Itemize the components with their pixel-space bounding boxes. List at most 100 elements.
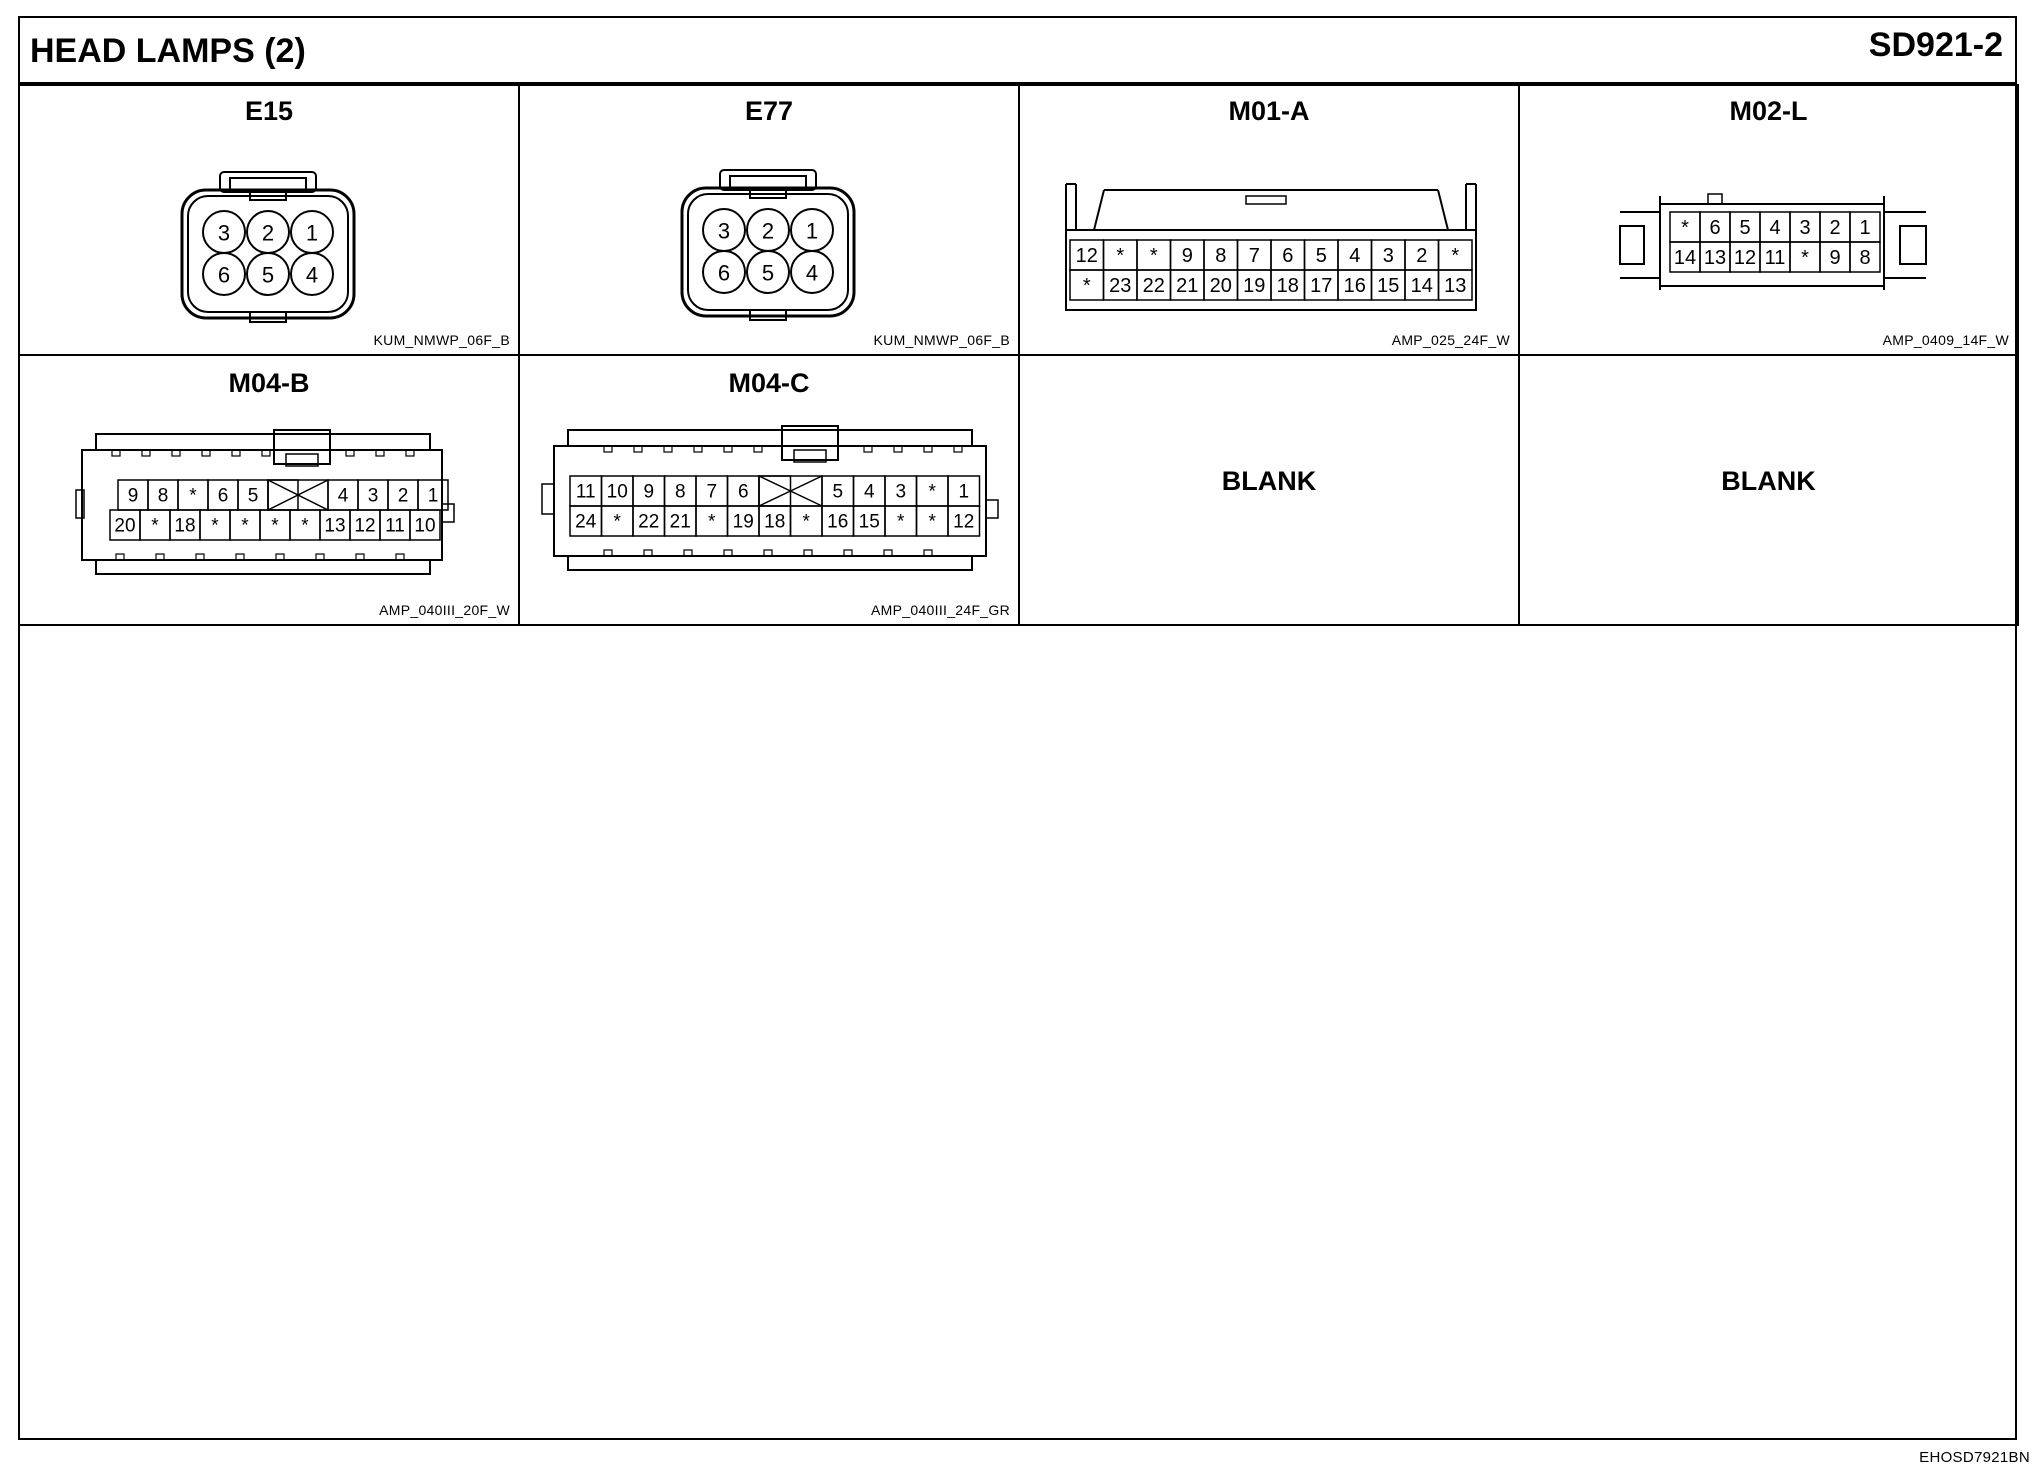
pin-label: 4 bbox=[306, 263, 318, 288]
pin-label: 9 bbox=[128, 486, 139, 507]
pin-label: 4 bbox=[864, 482, 875, 503]
housing-outline bbox=[680, 186, 856, 318]
pin-label: 15 bbox=[859, 512, 880, 533]
pin-label: 5 bbox=[762, 261, 774, 286]
pin-label: 6 bbox=[218, 263, 230, 288]
pin-label: 3 bbox=[218, 221, 230, 246]
pin-label: 1 bbox=[958, 482, 969, 503]
connector-name: M01-A bbox=[1228, 96, 1310, 126]
pin-cell bbox=[1437, 269, 1473, 301]
pin-label: 4 bbox=[1769, 217, 1780, 239]
rib bbox=[201, 449, 211, 457]
rib bbox=[843, 549, 853, 557]
diagram-code: SD921-2 bbox=[1868, 26, 2003, 64]
pin-label: 3 bbox=[895, 482, 906, 503]
rib bbox=[111, 449, 121, 457]
rib bbox=[923, 549, 933, 557]
rib bbox=[923, 445, 933, 453]
pin-circle bbox=[746, 250, 790, 294]
pin-label: * bbox=[211, 516, 219, 537]
pin-label: 9 bbox=[1182, 245, 1193, 267]
pin-label: 6 bbox=[1282, 245, 1293, 267]
pin-label: 6 bbox=[738, 482, 749, 503]
pin-label: 7 bbox=[1249, 245, 1260, 267]
housing-line bbox=[1093, 189, 1105, 231]
pin-label: 6 bbox=[218, 486, 229, 507]
pin-label: * bbox=[241, 516, 249, 537]
rib bbox=[345, 449, 355, 457]
pin-label: 3 bbox=[368, 486, 379, 507]
latch-tab bbox=[749, 189, 787, 199]
pin-label: * bbox=[1801, 247, 1809, 269]
pin-circle bbox=[702, 250, 746, 294]
latch-block bbox=[781, 425, 839, 461]
pin-label: 11 bbox=[1765, 247, 1786, 269]
rib bbox=[723, 445, 733, 453]
pin-label: 4 bbox=[1349, 245, 1360, 267]
pin-label: * bbox=[803, 512, 811, 533]
pin-label: * bbox=[929, 482, 937, 503]
pin-label: * bbox=[897, 512, 905, 533]
pin-label: 7 bbox=[706, 482, 717, 503]
rib bbox=[883, 549, 893, 557]
pin-label: 3 bbox=[1799, 217, 1810, 239]
pin-label: 2 bbox=[262, 221, 274, 246]
pin-label: 17 bbox=[1310, 275, 1332, 297]
bottom-tab bbox=[249, 311, 287, 323]
pin-label: 6 bbox=[718, 261, 730, 286]
pin-label: 2 bbox=[1829, 217, 1840, 239]
rib bbox=[633, 445, 643, 453]
connector-part-number: AMP_040III_20F_W bbox=[379, 602, 510, 618]
connector-name: M04-C bbox=[728, 368, 810, 398]
rib bbox=[405, 449, 415, 457]
latch-tab bbox=[793, 449, 827, 463]
pin-label: 22 bbox=[1143, 275, 1165, 297]
pin-label: 8 bbox=[1859, 247, 1870, 269]
rib bbox=[141, 449, 151, 457]
pin-label: 10 bbox=[414, 516, 435, 537]
pin-label: 1 bbox=[1859, 217, 1870, 239]
pin-label: * bbox=[301, 516, 309, 537]
pin-label: 13 bbox=[324, 516, 345, 537]
pin-label: * bbox=[1681, 217, 1689, 239]
pin-label: 5 bbox=[262, 263, 274, 288]
rib bbox=[693, 445, 703, 453]
rib bbox=[155, 553, 165, 561]
pin-label: 6 bbox=[1709, 217, 1720, 239]
latch-slot bbox=[1245, 195, 1287, 205]
pin-label: 5 bbox=[1316, 245, 1327, 267]
rib bbox=[683, 549, 693, 557]
rib bbox=[803, 549, 813, 557]
rib bbox=[275, 553, 285, 561]
housing-line bbox=[267, 479, 329, 511]
rib bbox=[723, 549, 733, 557]
pin-label: 21 bbox=[1176, 275, 1198, 297]
rib bbox=[603, 549, 613, 557]
rib bbox=[753, 445, 763, 453]
rib bbox=[395, 553, 405, 561]
pin-label: 5 bbox=[1739, 217, 1750, 239]
pin-cell bbox=[947, 505, 981, 537]
connector-part-number: KUM_NMWP_06F_B bbox=[373, 332, 510, 348]
page-title: HEAD LAMPS (2) bbox=[30, 32, 306, 70]
rib bbox=[235, 553, 245, 561]
pin-cell bbox=[758, 475, 792, 507]
pin-cell bbox=[1849, 241, 1881, 273]
rib bbox=[355, 553, 365, 561]
connector-name: M04-B bbox=[228, 368, 310, 398]
pin-label: 2 bbox=[398, 486, 409, 507]
pin-label: 1 bbox=[306, 221, 318, 246]
pin-label: * bbox=[151, 516, 159, 537]
key-tab bbox=[1707, 193, 1723, 205]
pin-circle bbox=[790, 250, 834, 294]
blank-label: BLANK bbox=[1721, 466, 1816, 496]
bottom-rail bbox=[95, 559, 431, 575]
pin-label: 20 bbox=[114, 516, 135, 537]
